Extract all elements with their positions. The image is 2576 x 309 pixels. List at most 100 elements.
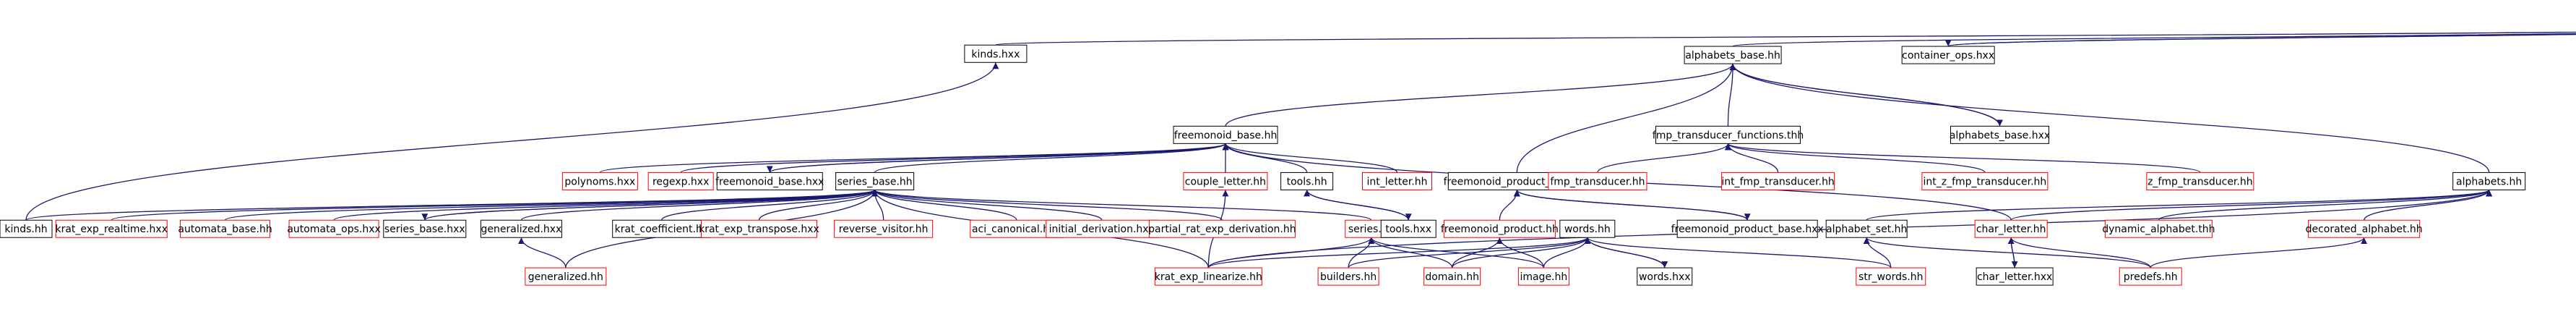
node-str-words-hh[interactable]: str_words.hh: [1856, 267, 1926, 286]
node-polynoms-hxx[interactable]: polynoms.hxx: [561, 172, 638, 190]
node-kinds-hh[interactable]: kinds.hh: [0, 219, 53, 238]
node-reverse-visitor-hh[interactable]: reverse_visitor.hh: [834, 219, 934, 238]
node-label: freemonoid_product_base.hxx: [1671, 224, 1824, 235]
node-box: [1154, 267, 1262, 286]
node-alphabets-base-hxx[interactable]: alphabets_base.hxx: [1950, 125, 2050, 144]
node-z-fmp-transducer-hh[interactable]: z_fmp_transducer.hh: [2146, 172, 2254, 190]
node-label: krat_coefficient.hh: [615, 224, 709, 235]
node-box: [835, 172, 915, 190]
node-label: aci_canonical.hxx: [972, 224, 1061, 235]
node-automata-base-hh[interactable]: automata_base.hh: [178, 219, 272, 238]
edge-predefs-hh-to-alphabet-set-hh: [1863, 237, 2151, 268]
node-label: automata_base.hh: [178, 224, 272, 235]
edge-automata-ops-hxx-to-series-base-hh: [333, 189, 878, 221]
node-label: freemonoid_product.hh: [1441, 224, 1559, 235]
node-freemonoid-product-hh[interactable]: freemonoid_product.hh: [1441, 219, 1559, 238]
edge-dynamic-alphabet-thh-to-alphabets-hh: [2158, 189, 2492, 221]
node-box: [1148, 219, 1296, 238]
node-tools-hh[interactable]: tools.hh: [1280, 172, 1334, 190]
edge-z-fmp-transducer-hh-to-fmp-transducer-functions-thh: [1725, 143, 2201, 173]
node-box: [1976, 267, 2054, 286]
node-label: series_base.hh: [837, 176, 913, 187]
node-box: [1183, 172, 1268, 190]
node-box: [2119, 267, 2182, 286]
node-label: partial_rat_exp_derivation.hh: [1148, 224, 1296, 235]
node-predefs-hh[interactable]: predefs.hh: [2119, 267, 2182, 286]
node-series-base-hxx[interactable]: series_base.hxx: [383, 219, 467, 238]
node-fmp-transducer-hh[interactable]: fmp_transducer.hh: [1548, 172, 1647, 190]
node-freemonoid-base-hxx[interactable]: freemonoid_base.hxx: [715, 172, 824, 190]
node-automata-ops-hxx[interactable]: automata_ops.hxx: [287, 219, 381, 238]
node-char-letter-hxx[interactable]: char_letter.hxx: [1976, 267, 2054, 286]
node-builders-hh[interactable]: builders.hh: [1317, 267, 1379, 286]
node-char-letter-hh[interactable]: char_letter.hh: [1974, 219, 2048, 238]
node-generalized-hxx[interactable]: generalized.hxx: [480, 219, 562, 238]
node-label: char_letter.hh: [1976, 224, 2046, 235]
node-series-base-hh[interactable]: series_base.hh: [835, 172, 915, 190]
edge-freemonoid-base-hh-to-alphabets-base-hh: [1225, 63, 1736, 127]
node-box: [1921, 172, 2049, 190]
node-box: [1548, 172, 1647, 190]
node-alphabets-hh[interactable]: alphabets.hh: [2452, 172, 2526, 190]
node-krat-exp-realtime-hxx[interactable]: krat_exp_realtime.hxx: [55, 219, 168, 238]
node-int-fmp-transducer-hh[interactable]: int_fmp_transducer.hh: [1721, 172, 1835, 190]
node-image-hh[interactable]: image.hh: [1517, 267, 1569, 286]
node-int-z-fmp-transducer-hh[interactable]: int_z_fmp_transducer.hh: [1921, 172, 2049, 190]
node-freemonoid-product-base-hxx[interactable]: freemonoid_product_base.hxx: [1671, 219, 1824, 238]
node-alphabets-base-hh[interactable]: alphabets_base.hh: [1684, 46, 1782, 64]
node-alphabet-set-hh[interactable]: alphabet_set.hh: [1825, 219, 1908, 238]
node-label: int_z_fmp_transducer.hh: [1923, 176, 2046, 187]
node-box: [1517, 267, 1569, 286]
node-label: domain.hh: [1425, 271, 1479, 283]
node-label: alphabets_base.hxx: [1950, 130, 2050, 141]
edge-freemonoid-product-hh-to-freemonoid-product-base-hh: [1499, 190, 1520, 221]
edge-generalized-hh-to-generalized-hxx: [517, 237, 567, 268]
node-kinds-hxx[interactable]: kinds.hxx: [964, 44, 1028, 63]
node-partial-rat-exp-derivation-hh[interactable]: partial_rat_exp_derivation.hh: [1148, 219, 1296, 238]
node-words-hh[interactable]: words.hh: [1559, 219, 1616, 238]
node-krat-exp-transpose-hxx[interactable]: krat_exp_transpose.hxx: [699, 219, 819, 238]
node-container-ops-hxx[interactable]: container_ops.hxx: [1901, 46, 1995, 64]
node-generalized-hh[interactable]: generalized.hh: [525, 267, 607, 286]
node-decorated-alphabet-hh[interactable]: decorated_alphabet.hh: [2306, 219, 2423, 238]
edge-freemonoid-base-hh-to-freemonoid-base-hxx: [767, 143, 1226, 173]
node-int-letter-hh[interactable]: int_letter.hh: [1361, 172, 1432, 190]
edge-builders-hh-to-words-hh: [1348, 237, 1591, 268]
node-label: int_letter.hh: [1366, 176, 1427, 187]
edge-krat-exp-linearize-hh-to-words-hh: [1207, 237, 1591, 268]
node-label: tools.hxx: [1385, 224, 1431, 235]
edge-kinds-hh-to-series-base-hh: [25, 189, 878, 221]
node-tools-hxx[interactable]: tools.hxx: [1380, 219, 1436, 238]
node-box: [2104, 219, 2213, 238]
node-dynamic-alphabet-thh[interactable]: dynamic_alphabet.thh: [2102, 219, 2215, 238]
node-domain-hh[interactable]: domain.hh: [1423, 267, 1481, 286]
node-krat-exp-linearize-hh[interactable]: krat_exp_linearize.hh: [1154, 267, 1262, 286]
node-initial-derivation-hxx[interactable]: initial_derivation.hxx: [1046, 219, 1158, 238]
edge-domain-hh-to-words-hh: [1452, 237, 1591, 268]
node-label: generalized.hxx: [481, 224, 562, 235]
node-freemonoid-base-hh[interactable]: freemonoid_base.hh: [1173, 125, 1278, 144]
edge-krat-coefficient-hh-to-series-base-hh: [661, 190, 879, 221]
edge-automata-base-hh-to-series-base-hh: [224, 189, 878, 221]
node-label: words.hh: [1564, 224, 1611, 235]
edge-krat-exp-transpose-hxx-to-series-base-hh: [758, 190, 879, 221]
node-box: [1950, 125, 2049, 144]
node-box: [55, 219, 168, 238]
node-box: [612, 219, 712, 238]
edge-tools-hh-to-freemonoid-base-hh: [1222, 143, 1308, 173]
node-words-hxx[interactable]: words.hxx: [1637, 267, 1693, 286]
node-box: [0, 219, 53, 238]
node-couple-letter-hh[interactable]: couple_letter.hh: [1183, 172, 1268, 190]
edge-alphabet-set-hh-to-alphabets-hh: [1866, 189, 2492, 221]
node-fmp-transducer-functions-thh[interactable]: fmp_transducer_functions.thh: [1653, 125, 1804, 144]
edge-str-words-hh-to-words-hh: [1584, 237, 1892, 268]
node-krat-coefficient-hh[interactable]: krat_coefficient.hh: [612, 219, 712, 238]
edge-series-base-hh-to-freemonoid-base-hh: [874, 143, 1229, 173]
edge-alphabets-base-hh-to-container-ops-hh: [1732, 33, 2576, 47]
node-box: [1637, 267, 1693, 286]
node-box: [1317, 267, 1379, 286]
node-label: reverse_visitor.hh: [839, 224, 929, 235]
node-label: dynamic_alphabet.thh: [2102, 224, 2215, 235]
node-regexp-hxx[interactable]: regexp.hxx: [647, 172, 714, 190]
